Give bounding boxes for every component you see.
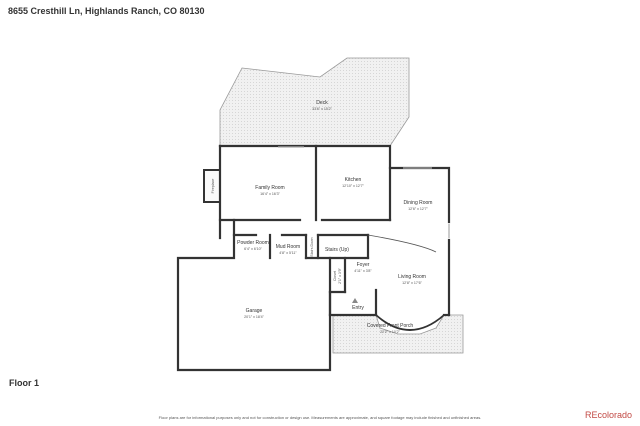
walls (176, 144, 451, 372)
label-garage: Garage (246, 308, 263, 314)
label-living-room: Living Room (398, 274, 426, 280)
label-family-room: Family Room (255, 185, 284, 191)
dims-living-room: 12'8" x 17'6" (402, 281, 422, 285)
floor-label: Floor 1 (9, 378, 40, 388)
label-powder-room: Powder Room (237, 240, 269, 246)
dims-mud-room: 4'8" x 5'11" (279, 251, 297, 255)
dims-powder-room: 6'4" x 6'10" (244, 247, 262, 251)
label-closet: Closet (333, 271, 337, 281)
label-entry: Entry (352, 305, 364, 311)
disclaimer-text: Floor plans are for informational purpos… (158, 415, 482, 420)
bay-window (375, 314, 445, 331)
entry-arrow-icon (352, 298, 358, 303)
dims-closet: 2'1" x 3'9" (338, 267, 342, 283)
label-dining-room: Dining Room (404, 200, 433, 206)
label-fireplace: Fireplace (211, 179, 215, 194)
dims-foyer: 4'11" x 3'8" (354, 269, 372, 273)
dims-kitchen: 12'10" x 12'7" (342, 184, 364, 188)
deck-area (219, 57, 410, 147)
dims-deck: 33'6" x 15'2" (312, 107, 332, 111)
label-stairs-up: Stairs (Up) (325, 247, 349, 253)
label-deck: Deck (316, 100, 328, 106)
label-mud-room: Mud Room (276, 244, 300, 250)
porch-area (332, 314, 464, 354)
label-covered-front-porch: Covered Front Porch (367, 323, 414, 329)
label-foyer: Foyer (357, 262, 370, 268)
brand-logo: REcolorado (584, 410, 632, 420)
dims-garage: 20'1" x 18'4" (244, 315, 264, 319)
windows (278, 146, 450, 238)
property-address: 8655 Cresthill Ln, Highlands Ranch, CO 8… (8, 6, 205, 16)
dims-family-room: 16'4" x 16'3" (260, 192, 280, 196)
label-stairs-down: Stairs Down (310, 237, 314, 256)
label-kitchen: Kitchen (345, 177, 362, 183)
dims-covered-front-porch: 22'2" x 10'2" (380, 330, 400, 334)
dims-dining-room: 12'6" x 12'7" (408, 207, 428, 211)
